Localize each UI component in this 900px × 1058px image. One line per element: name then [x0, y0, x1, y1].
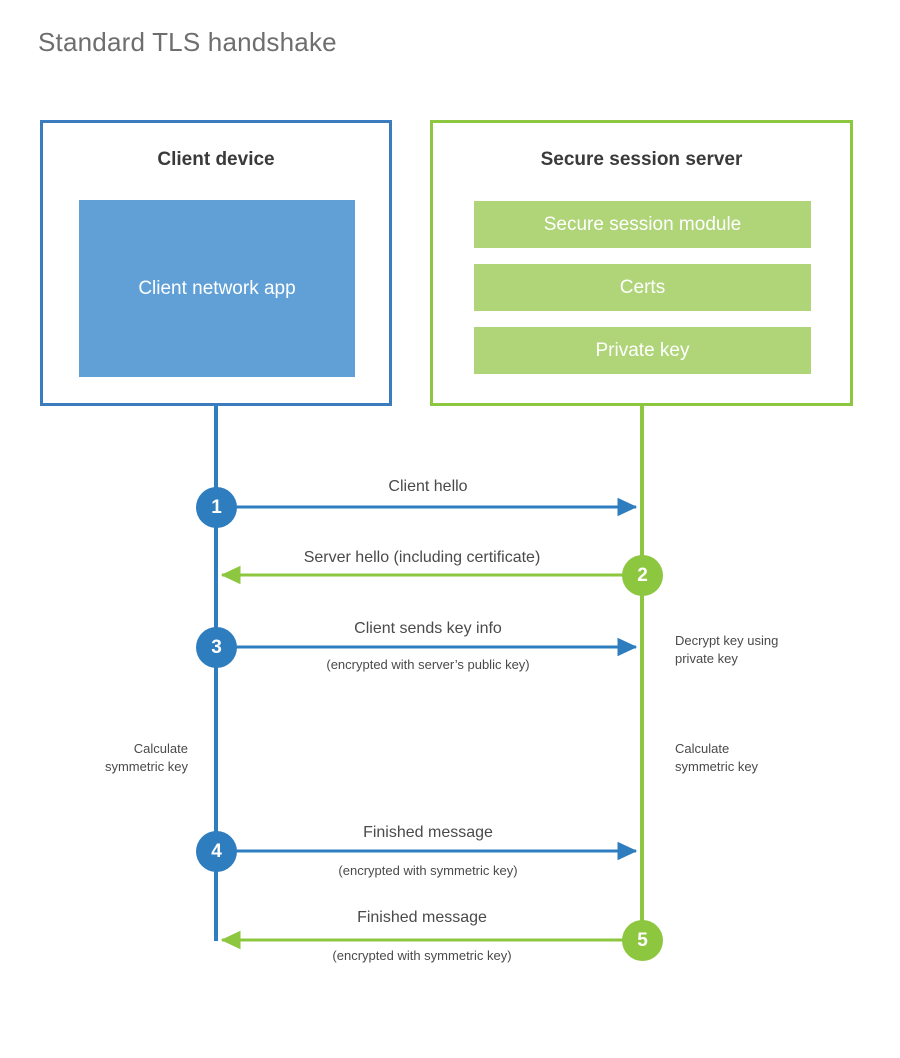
- page-title: Standard TLS handshake: [38, 27, 337, 57]
- client-network-app-block: Client network app: [79, 200, 355, 377]
- step-5-message-sublabel: (encrypted with symmetric key): [332, 948, 512, 963]
- step-5-message-label: Finished message: [357, 909, 487, 926]
- secure-session-server-title: Secure session server: [540, 149, 743, 170]
- annotation-server-calculate-symmetric-key: Calculate symmetric key: [675, 741, 759, 774]
- step-marker-1: 1: [196, 487, 237, 528]
- server-component-label: Certs: [619, 276, 666, 298]
- step-1-message-label: Client hello: [388, 478, 468, 495]
- step-3-message-label: Client sends key info: [354, 620, 502, 637]
- server-component-label: Private key: [595, 339, 690, 361]
- server-component-certs: Certs: [474, 264, 811, 311]
- server-component-label: Secure session module: [543, 213, 742, 235]
- step-marker-3: 3: [196, 627, 237, 668]
- client-device-title: Client device: [157, 149, 275, 170]
- step-marker-4: 4: [196, 831, 237, 872]
- client-network-app-label: Client network app: [138, 277, 296, 299]
- client-device-box: Client device Client network app: [40, 120, 392, 406]
- step-marker-5: 5: [622, 920, 663, 961]
- server-component-secure-session-module: Secure session module: [474, 201, 811, 248]
- secure-session-server-box: Secure session server Secure session mod…: [430, 120, 853, 406]
- step-2-message-label: Server hello (including certificate): [303, 549, 541, 566]
- step-4-message-label: Finished message: [363, 824, 493, 841]
- step-marker-2: 2: [622, 555, 663, 596]
- step-4-message-sublabel: (encrypted with symmetric key): [338, 863, 518, 878]
- server-component-private-key: Private key: [474, 327, 811, 374]
- step-3-message-sublabel: (encrypted with server’s public key): [326, 657, 530, 672]
- annotation-client-calculate-symmetric-key: Calculate symmetric key: [104, 741, 188, 774]
- annotation-server-decrypt: Decrypt key using private key: [675, 633, 779, 666]
